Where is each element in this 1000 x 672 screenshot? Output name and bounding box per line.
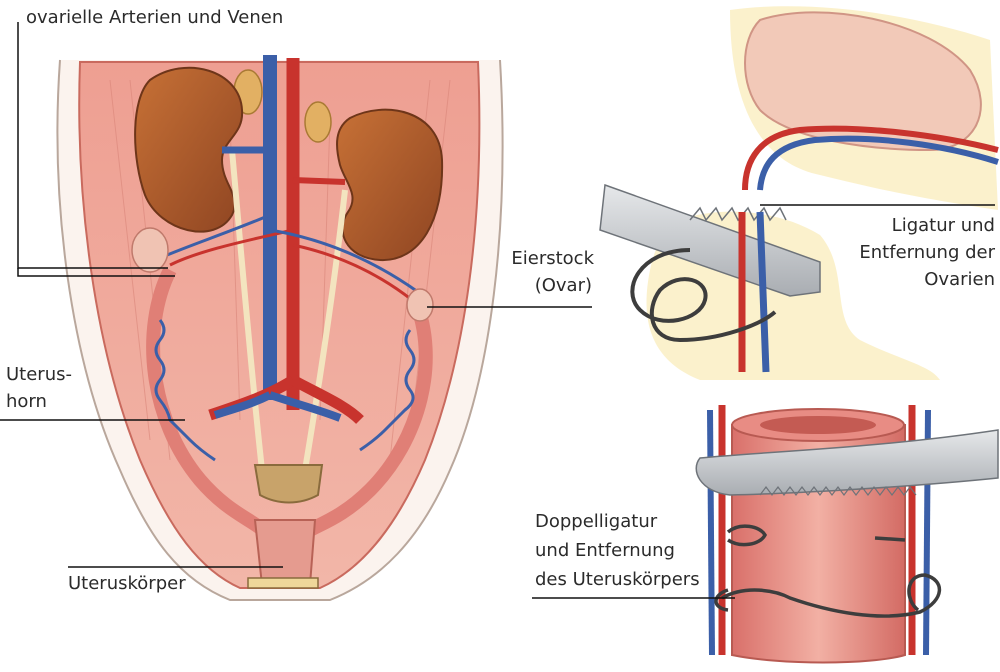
bladder — [255, 465, 322, 503]
label-ovarian-vessels: ovarielle Arterien und Venen — [26, 6, 283, 30]
label-ovary-line2: (Ovar) — [500, 274, 592, 298]
abdominal-anatomy — [58, 55, 503, 600]
label-ligation-ovaries-line2: Entfernung der — [820, 241, 995, 265]
label-ovary-line1: Eierstock — [500, 247, 594, 271]
uterine-body-cut — [248, 578, 318, 588]
label-uterine-horn-line2: horn — [6, 390, 47, 414]
label-uterine-body: Uteruskörper — [68, 572, 186, 596]
uterus-ligation-panel — [696, 405, 998, 663]
label-double-ligation-line2: und Entfernung — [535, 539, 675, 563]
suture-tie-upper-right — [875, 538, 905, 540]
adrenal-gland-right — [305, 102, 331, 142]
label-ligation-ovaries-line1: Ligatur und — [820, 214, 995, 238]
ovary-left — [132, 228, 168, 272]
uterine-vein-left — [710, 410, 712, 655]
label-uterine-horn-line1: Uterus- — [6, 363, 72, 387]
label-double-ligation-line3: des Uteruskörpers — [535, 568, 700, 592]
uterine-body — [255, 520, 315, 585]
label-ligation-ovaries-line3: Ovarien — [820, 268, 995, 292]
ovary-ligation-panel — [600, 6, 998, 380]
uterine-tube-lumen — [760, 416, 876, 434]
label-double-ligation-line1: Doppelligatur — [535, 510, 657, 534]
ovary-right — [407, 289, 433, 321]
renal-artery-right — [293, 180, 345, 182]
